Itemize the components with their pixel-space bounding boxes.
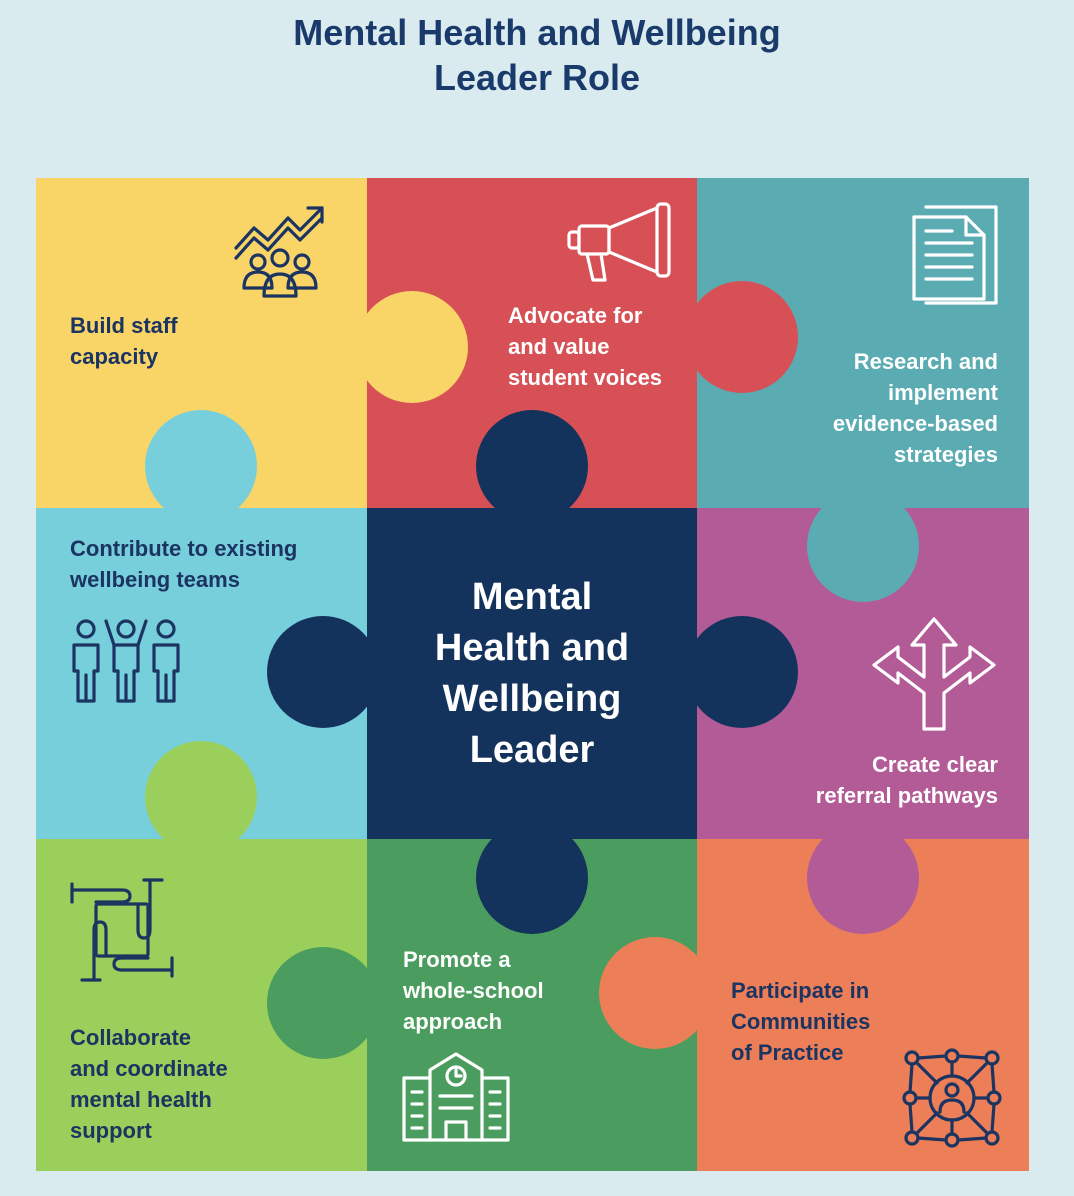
megaphone-icon bbox=[567, 202, 671, 282]
document-icon bbox=[912, 205, 998, 305]
advocate-label: Advocate for and value student voices bbox=[508, 303, 663, 390]
growth-team-icon bbox=[234, 206, 324, 298]
participate-label: Participate in Communities of Practice bbox=[731, 978, 871, 1065]
research-label: Research and implement evidence-based st… bbox=[832, 349, 998, 467]
title-line-1: Mental Health and Wellbeing bbox=[293, 12, 781, 53]
joined-hands-icon bbox=[70, 878, 174, 982]
referral-label: Create clear referral pathways bbox=[815, 752, 998, 808]
build-staff-label: Build staff capacity bbox=[70, 313, 178, 369]
page-title: Mental Health and Wellbeing Leader Role bbox=[0, 10, 1074, 100]
network-icon bbox=[902, 1048, 1002, 1148]
school-building-icon bbox=[402, 1052, 510, 1142]
title-line-2: Leader Role bbox=[433, 57, 641, 98]
center-label: Mental Health and Wellbeing Leader bbox=[434, 576, 630, 771]
piece-center bbox=[367, 508, 698, 840]
team-people-icon bbox=[72, 619, 180, 703]
promote-label: Promote a whole-school approach bbox=[403, 947, 544, 1034]
puzzle-tabs bbox=[145, 281, 919, 1059]
collaborate-label: Collaborate and coordinate mental health… bbox=[70, 1025, 228, 1143]
direction-arrows-icon bbox=[872, 617, 996, 731]
contribute-label: Contribute to existing wellbeing teams bbox=[70, 536, 298, 592]
